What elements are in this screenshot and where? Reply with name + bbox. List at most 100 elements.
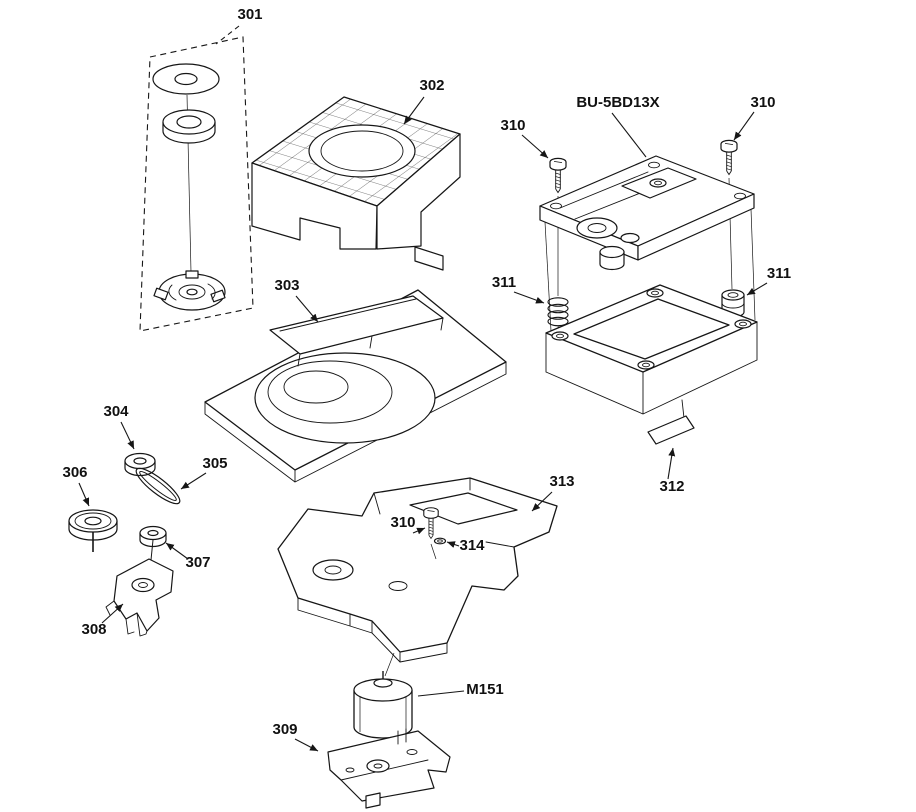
washer-hole — [174, 72, 198, 86]
callout-311-right: 311 — [767, 265, 791, 282]
chassis-hole — [388, 581, 408, 591]
leader-310-top-left — [521, 134, 549, 159]
assembly-right-edge — [637, 193, 755, 261]
disc-recess-mid — [267, 360, 393, 424]
part-308-motor-bracket — [105, 558, 174, 637]
spacer-hole — [176, 115, 202, 129]
leader-313 — [531, 491, 553, 512]
leader-310-middle — [412, 527, 426, 535]
tray-rear-wall-line — [279, 298, 417, 332]
disc-recess-inner — [283, 370, 349, 404]
leader-lines — [78, 25, 768, 752]
dashed-boundary-box — [139, 36, 254, 332]
part-312-base-frame — [545, 284, 758, 445]
turntable — [576, 217, 618, 239]
bracket-hole — [345, 767, 355, 773]
motor-body — [353, 689, 413, 739]
callout-m151: M151 — [466, 681, 504, 698]
part-302-top-cover — [251, 96, 461, 271]
bracket-hole — [406, 749, 418, 755]
chassis-depth-edges — [297, 597, 448, 663]
callout-309: 309 — [272, 721, 297, 738]
leader-303 — [295, 295, 319, 323]
chassis-opening — [409, 492, 518, 525]
bracket-tab — [365, 792, 381, 809]
part-301-clamper-group — [139, 36, 254, 332]
rotor-notch — [185, 270, 199, 279]
cover-right-face — [376, 133, 461, 250]
callout-306: 306 — [62, 464, 87, 481]
rotor-notch — [153, 287, 169, 301]
callout-313: 313 — [549, 473, 574, 490]
callout-308: 308 — [81, 621, 106, 638]
leader-311-right — [746, 282, 768, 296]
spindle-motor-top — [599, 245, 625, 259]
leader-312 — [667, 447, 676, 480]
part-m151-motor — [353, 671, 413, 739]
callout-305: 305 — [202, 455, 227, 472]
part-307-gear — [139, 525, 167, 571]
leader-310-top-right — [733, 111, 755, 141]
frame-foot-tab — [647, 415, 695, 445]
mount-hole — [648, 161, 660, 169]
callout-310-top-right: 310 — [750, 94, 775, 111]
leader-302 — [403, 96, 425, 125]
cover-tab — [414, 246, 444, 271]
leader-308 — [101, 603, 124, 624]
tray-rear-wall — [269, 295, 444, 355]
callout-304: 304 — [103, 403, 129, 420]
callout-314: 314 — [459, 537, 485, 554]
leader-m151 — [417, 690, 465, 697]
leader-304 — [120, 421, 135, 450]
frame-corner-boss — [551, 331, 569, 341]
callout-303: 303 — [274, 277, 299, 294]
callout-307: 307 — [185, 554, 210, 571]
clamper-rotor — [153, 270, 226, 311]
leader-307 — [165, 542, 189, 560]
chassis-boss — [312, 559, 354, 581]
tray-thickness — [204, 361, 507, 483]
mount-hole — [734, 192, 746, 200]
part-310-screw-right — [720, 139, 738, 176]
leader-bu5bd13x — [611, 112, 647, 158]
cover-disc-opening — [308, 124, 416, 178]
part-311-spring-left — [547, 297, 569, 327]
leader-305 — [180, 472, 207, 490]
part-bu5bd13x-pickup-assembly — [539, 155, 755, 271]
part-314-washer — [433, 537, 447, 545]
disc-recess-outer — [254, 352, 436, 444]
part-313-mechanism-chassis — [277, 477, 558, 663]
leader-314 — [446, 541, 460, 548]
pickup-lens — [649, 178, 667, 188]
part-305-belt — [135, 467, 181, 505]
leader-306 — [78, 482, 90, 507]
frame-foot-link — [681, 399, 685, 419]
part-310-screw-left — [549, 157, 567, 194]
frame-depth-edges — [545, 321, 758, 415]
callout-310-middle: 310 — [390, 514, 415, 531]
frame-corner-boss — [734, 319, 752, 329]
part-310-screw-middle — [423, 507, 439, 539]
part-306-pulley-large — [68, 509, 118, 552]
callout-302: 302 — [419, 77, 444, 94]
callout-310-top-left: 310 — [500, 117, 525, 134]
part-303-disc-tray — [204, 289, 507, 483]
leader-311-left — [513, 291, 545, 304]
frame-corner-boss — [637, 360, 655, 370]
leader-309 — [294, 738, 319, 752]
callout-312: 312 — [659, 478, 684, 495]
part-309-mount-bracket — [327, 728, 451, 809]
motor-boss — [373, 678, 393, 688]
leader-301 — [215, 25, 240, 45]
callout-311-left: 311 — [492, 274, 516, 291]
part-304-pulley — [124, 452, 156, 477]
gear — [620, 232, 640, 244]
callout-bu5bd13x: BU-5BD13X — [576, 94, 659, 111]
mount-hole — [550, 202, 562, 210]
callout-301: 301 — [237, 6, 262, 23]
bracket-rotor-hole — [366, 759, 390, 773]
chassis-top-face — [277, 477, 558, 653]
callout-labels: 301 302 BU-5BD13X 310 310 311 311 303 31… — [62, 6, 791, 738]
